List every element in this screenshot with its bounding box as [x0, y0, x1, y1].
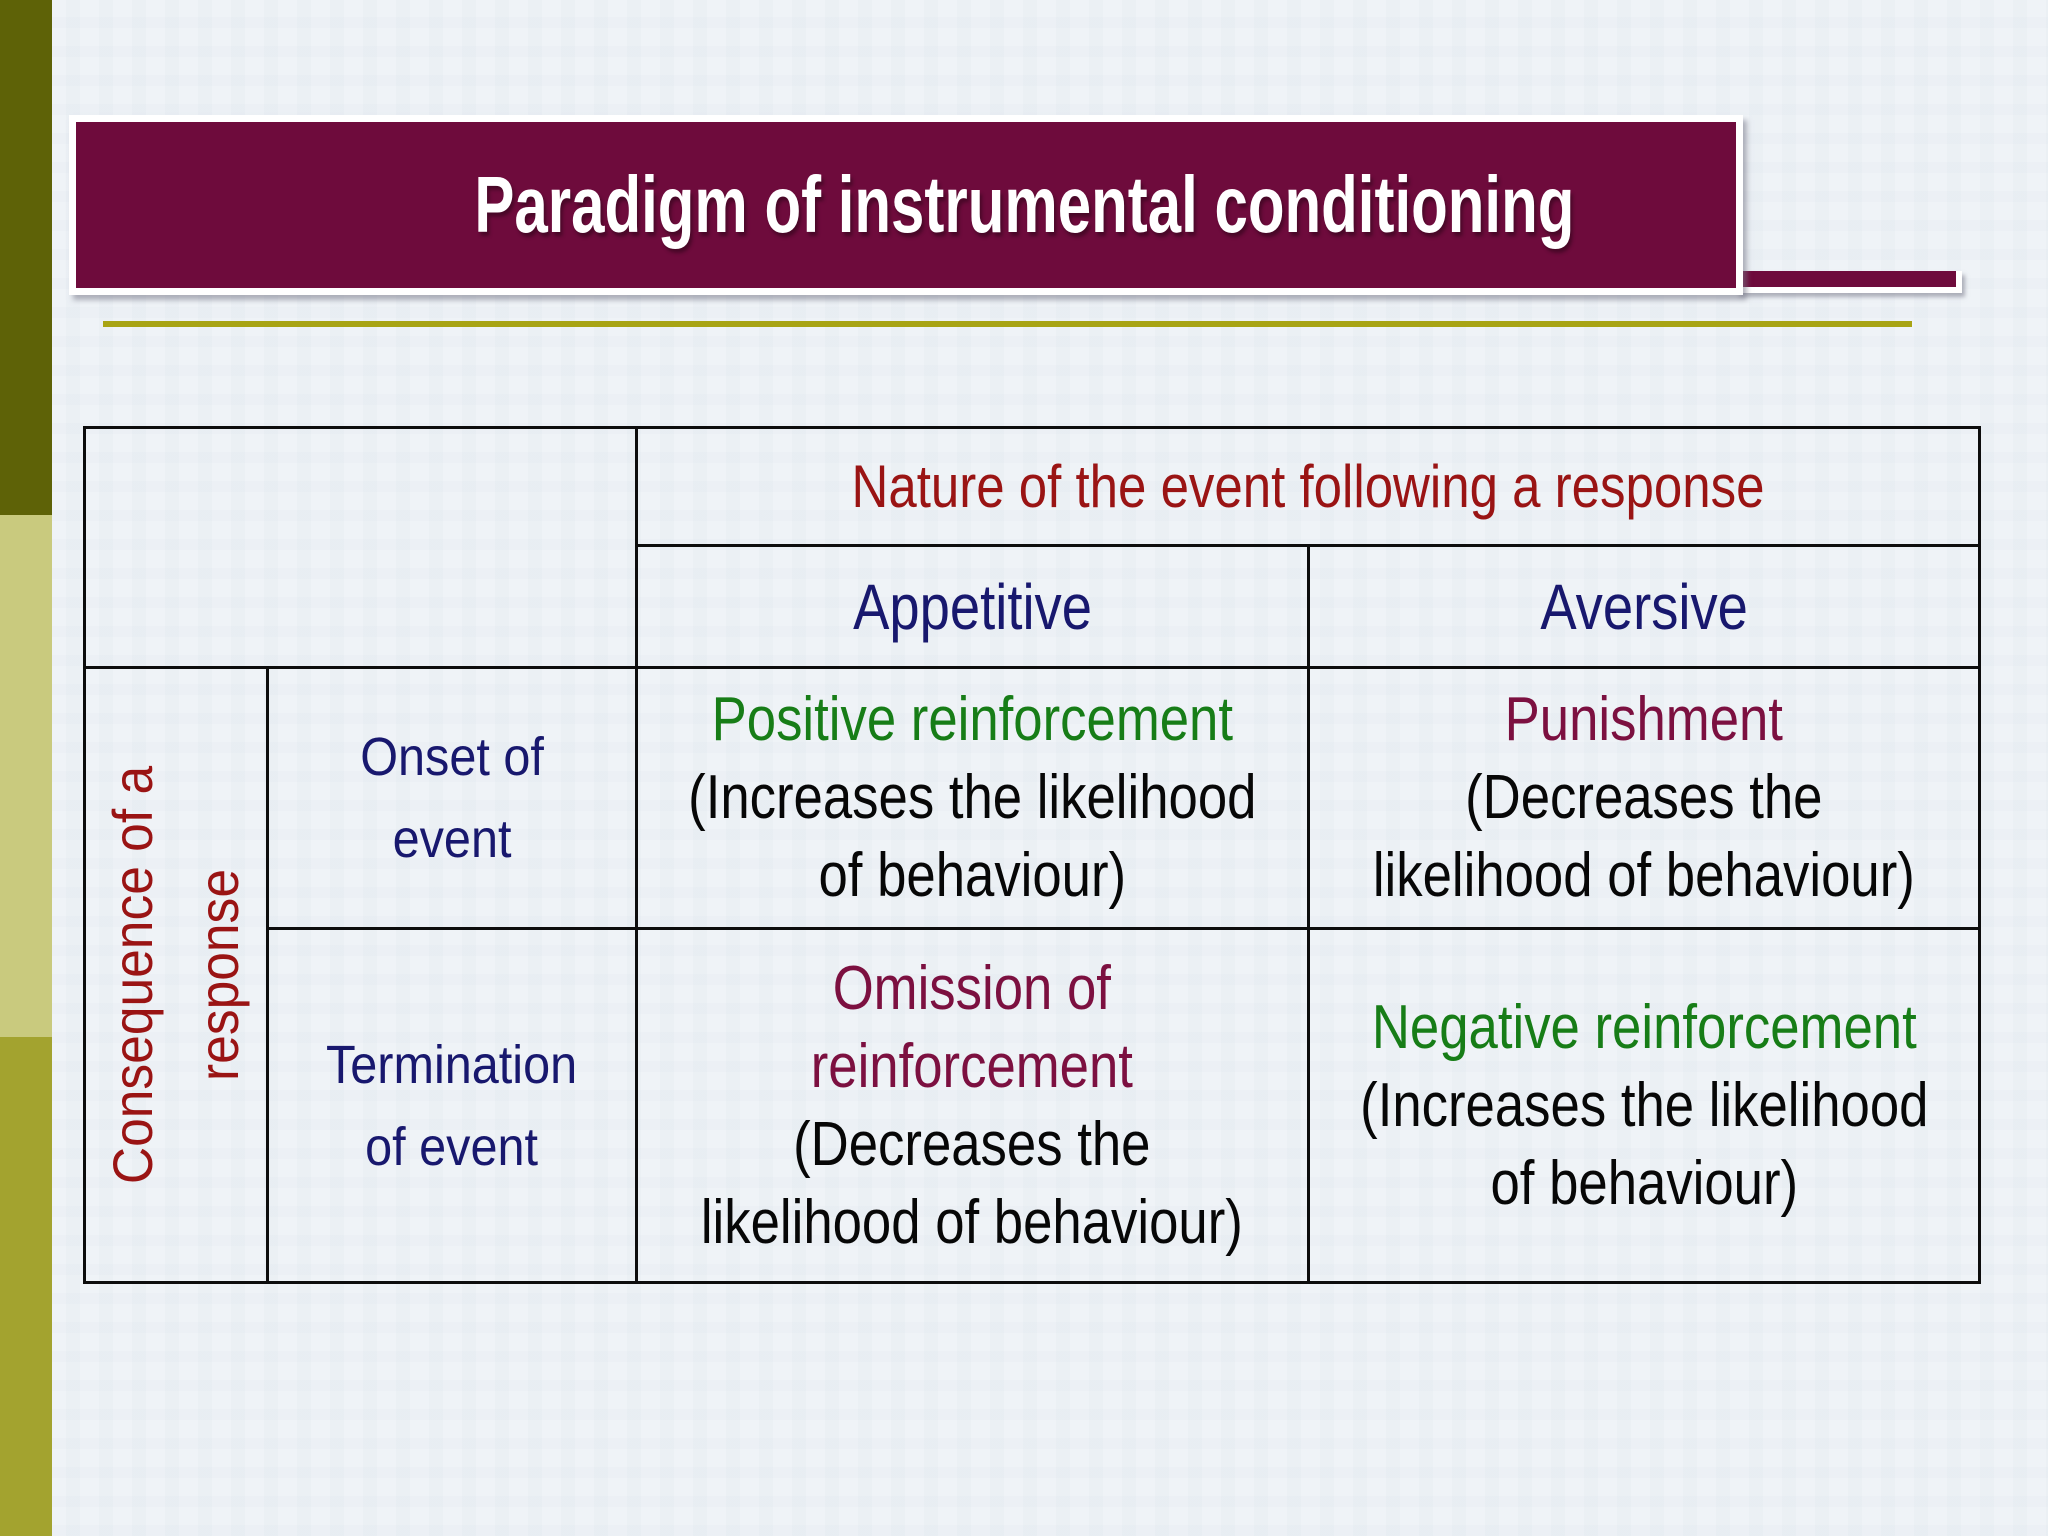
positive-reinforcement-text: Positive reinforcement (Increases the li…	[688, 681, 1256, 915]
punishment-cell: Punishment (Decreases the likelihood of …	[1306, 666, 1982, 930]
negative-line-3: of behaviour)	[1490, 1148, 1798, 1218]
punishment-line-1: Punishment	[1504, 685, 1784, 754]
positive-line-1: Positive reinforcement	[711, 685, 1233, 754]
termination-cell: Termination of event	[266, 927, 638, 1284]
title-underline-rule	[103, 321, 1912, 327]
positive-line-2: (Increases the likelihood	[688, 763, 1257, 832]
positive-reinforcement-cell: Positive reinforcement (Increases the li…	[635, 666, 1310, 930]
aversive-label: Aversive	[1540, 570, 1748, 643]
title-banner: Paradigm of instrumental conditioning	[69, 115, 1743, 295]
sidebar-segment-dark-olive	[0, 0, 52, 515]
negative-line-2: (Increases the likelihood	[1359, 1070, 1929, 1140]
appetitive-label: Appetitive	[852, 570, 1092, 643]
omission-line-1: Omission of	[833, 953, 1112, 1023]
omission-cell: Omission of reinforcement (Decreases the…	[635, 927, 1310, 1284]
omission-line-2: reinforcement	[811, 1031, 1134, 1101]
punishment-line-2: (Decreases the	[1465, 763, 1823, 832]
title-banner-tail	[1736, 271, 1962, 293]
punishment-text: Punishment (Decreases the likelihood of …	[1373, 681, 1915, 915]
aversive-header-cell: Aversive	[1306, 544, 1982, 669]
consequence-line-1: Consequence of a	[101, 765, 164, 1185]
sidebar-segment-khaki	[0, 515, 52, 1037]
sidebar-decoration	[0, 0, 52, 1536]
termination-line-2: of event	[365, 1116, 539, 1177]
nature-header-cell: Nature of the event following a response	[634, 426, 1982, 547]
positive-line-3: of behaviour)	[818, 841, 1127, 910]
consequence-rotated-label: Consequence of a response	[90, 699, 262, 1251]
nature-header-label: Nature of the event following a response	[851, 453, 1765, 520]
onset-label: Onset of event	[360, 716, 544, 880]
termination-line-1: Termination	[326, 1034, 578, 1095]
punishment-line-3: likelihood of behaviour)	[1372, 841, 1915, 910]
title-banner-fill: Paradigm of instrumental conditioning	[76, 122, 1736, 288]
conditioning-paradigm-table: Nature of the event following a response…	[83, 426, 1982, 1284]
omission-text: Omission of reinforcement (Decreases the…	[701, 950, 1243, 1262]
negative-reinforcement-text: Negative reinforcement (Increases the li…	[1360, 989, 1928, 1223]
omission-line-4: likelihood of behaviour)	[701, 1187, 1244, 1257]
sidebar-segment-olive	[0, 1037, 52, 1536]
appetitive-header-cell: Appetitive	[635, 544, 1310, 669]
empty-corner-cell	[83, 426, 638, 669]
onset-cell: Onset of event	[266, 666, 638, 930]
consequence-row-label-cell: Consequence of a response	[83, 666, 269, 1284]
termination-label: Termination of event	[326, 1024, 577, 1188]
slide-title: Paradigm of instrumental conditioning	[473, 160, 1575, 249]
onset-line-1: Onset of	[360, 727, 544, 787]
onset-line-2: event	[392, 809, 512, 869]
consequence-line-2: response	[187, 869, 250, 1081]
negative-line-1: Negative reinforcement	[1371, 992, 1917, 1062]
omission-line-3: (Decreases the	[793, 1109, 1151, 1179]
negative-reinforcement-cell: Negative reinforcement (Increases the li…	[1306, 927, 1982, 1284]
